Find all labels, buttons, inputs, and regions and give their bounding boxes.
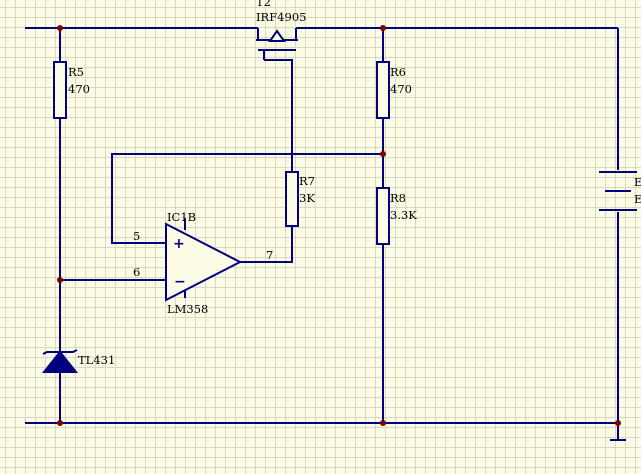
r6-value: 470 <box>390 82 412 96</box>
r5-value: 470 <box>68 82 90 96</box>
junction-node-6 <box>57 277 63 283</box>
r6-body <box>376 61 390 119</box>
r7-value: 3K <box>299 191 315 205</box>
battery-designator: E <box>634 175 641 189</box>
opamp-ic1b[interactable]: + − IC1B LM358 5 6 7 <box>133 210 273 316</box>
r8-designator: R8 <box>390 191 406 205</box>
opamp-designator: IC1B <box>167 210 196 224</box>
junction-feedback <box>380 151 386 157</box>
battery-value: E <box>634 192 641 206</box>
junction-top-left <box>57 25 63 31</box>
r6-designator: R6 <box>390 65 406 79</box>
mosfet-arrow <box>268 29 286 42</box>
opamp-pin-7: 7 <box>266 248 273 262</box>
resistor-r7[interactable]: R7 3K <box>285 171 315 227</box>
opamp-pin-6: 6 <box>133 265 140 279</box>
opamp-pin-5: 5 <box>133 229 140 243</box>
mosfet-designator: T2 <box>256 0 271 9</box>
opamp-minus-sign: − <box>174 274 186 290</box>
resistor-r6[interactable]: R6 470 <box>376 61 412 119</box>
mosfet-value: IRF4905 <box>256 10 306 24</box>
wire-noninv-feedback <box>111 153 383 244</box>
r8-value: 3.3K <box>390 208 417 222</box>
wires <box>25 27 626 441</box>
resistor-r8[interactable]: R8 3.3K <box>376 187 417 245</box>
opamp-body <box>165 222 243 302</box>
mosfet-t2[interactable]: T2 IRF4905 <box>256 0 306 60</box>
wire-output-r7 <box>240 226 293 263</box>
wire-r7-mosfet <box>264 59 293 172</box>
tl431-triangle <box>41 350 79 373</box>
zener-tl431[interactable]: TL431 <box>41 349 115 373</box>
battery[interactable]: E E <box>599 171 641 211</box>
junction-bottom-right <box>380 420 386 426</box>
r5-designator: R5 <box>68 65 84 79</box>
junction-bottom-left <box>57 420 63 426</box>
opamp-value: LM358 <box>167 302 208 316</box>
tl431-value: TL431 <box>78 353 115 367</box>
resistor-r5[interactable]: R5 470 <box>53 61 90 119</box>
tl431-cathode-bar <box>42 349 78 355</box>
junctions <box>57 25 621 426</box>
r5-body <box>53 61 67 119</box>
junction-bottom-battery <box>615 420 621 426</box>
r8-body <box>376 187 390 245</box>
r7-designator: R7 <box>299 174 315 188</box>
opamp-plus-sign: + <box>173 236 185 252</box>
junction-top-right <box>380 25 386 31</box>
r7-body <box>285 171 299 227</box>
